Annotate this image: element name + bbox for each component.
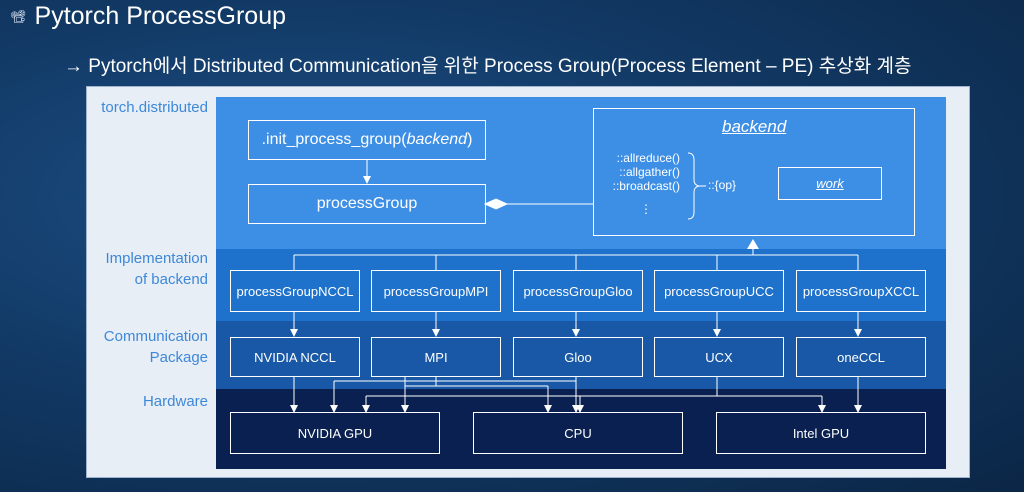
hardware-intel-gpu: Intel GPU xyxy=(716,412,926,454)
op-generic-label: ::{op} xyxy=(708,178,737,192)
impl-process-group-nccl: processGroupNCCL xyxy=(230,270,360,312)
op-broadcast: ::broadcast() xyxy=(612,179,680,193)
slide-title: Pytorch ProcessGroup xyxy=(34,2,287,30)
layer-label-implementation: Implementation of backend xyxy=(105,250,208,288)
impl-process-group-ucc: processGroupUCC xyxy=(654,270,784,312)
backend-box xyxy=(593,108,915,236)
layer-label-hardware: Hardware xyxy=(142,393,208,410)
package-mpi: MPI xyxy=(371,337,501,377)
package-gloo: Gloo xyxy=(513,337,643,377)
work-box: work xyxy=(778,167,882,200)
work-label: work xyxy=(816,176,844,191)
backend-ops: ::allreduce() ::allgather() ::broadcast(… xyxy=(600,151,680,193)
layer-label-communication: Communication Package xyxy=(103,328,208,366)
package-nvidia-nccl: NVIDIA NCCL xyxy=(230,337,360,377)
init-process-group-box: .init_process_group(backend) xyxy=(248,120,486,160)
package-oneccl: oneCCL xyxy=(796,337,926,377)
backend-title: backend xyxy=(722,117,787,136)
layer-communication xyxy=(216,321,946,389)
layer-hardware xyxy=(216,389,946,469)
ops-ellipsis: ⋮ xyxy=(640,202,652,216)
slide-heading: 📽 Pytorch ProcessGroup xyxy=(10,2,286,31)
slide-subtitle: → Pytorch에서 Distributed Communication을 위… xyxy=(64,56,912,77)
layer-label-torch-distributed: torch.distributed xyxy=(101,99,208,116)
op-allreduce: ::allreduce() xyxy=(616,151,680,165)
projector-icon: 📽 xyxy=(10,8,27,24)
impl-process-group-mpi: processGroupMPI xyxy=(371,270,501,312)
hardware-cpu: CPU xyxy=(473,412,683,454)
impl-process-group-gloo: processGroupGloo xyxy=(513,270,643,312)
layer-implementation xyxy=(216,249,946,321)
hardware-nvidia-gpu: NVIDIA GPU xyxy=(230,412,440,454)
impl-process-group-xccl: processGroupXCCL xyxy=(796,270,926,312)
process-group-box: processGroup xyxy=(248,184,486,224)
op-allgather: ::allgather() xyxy=(619,165,680,179)
package-ucx: UCX xyxy=(654,337,784,377)
